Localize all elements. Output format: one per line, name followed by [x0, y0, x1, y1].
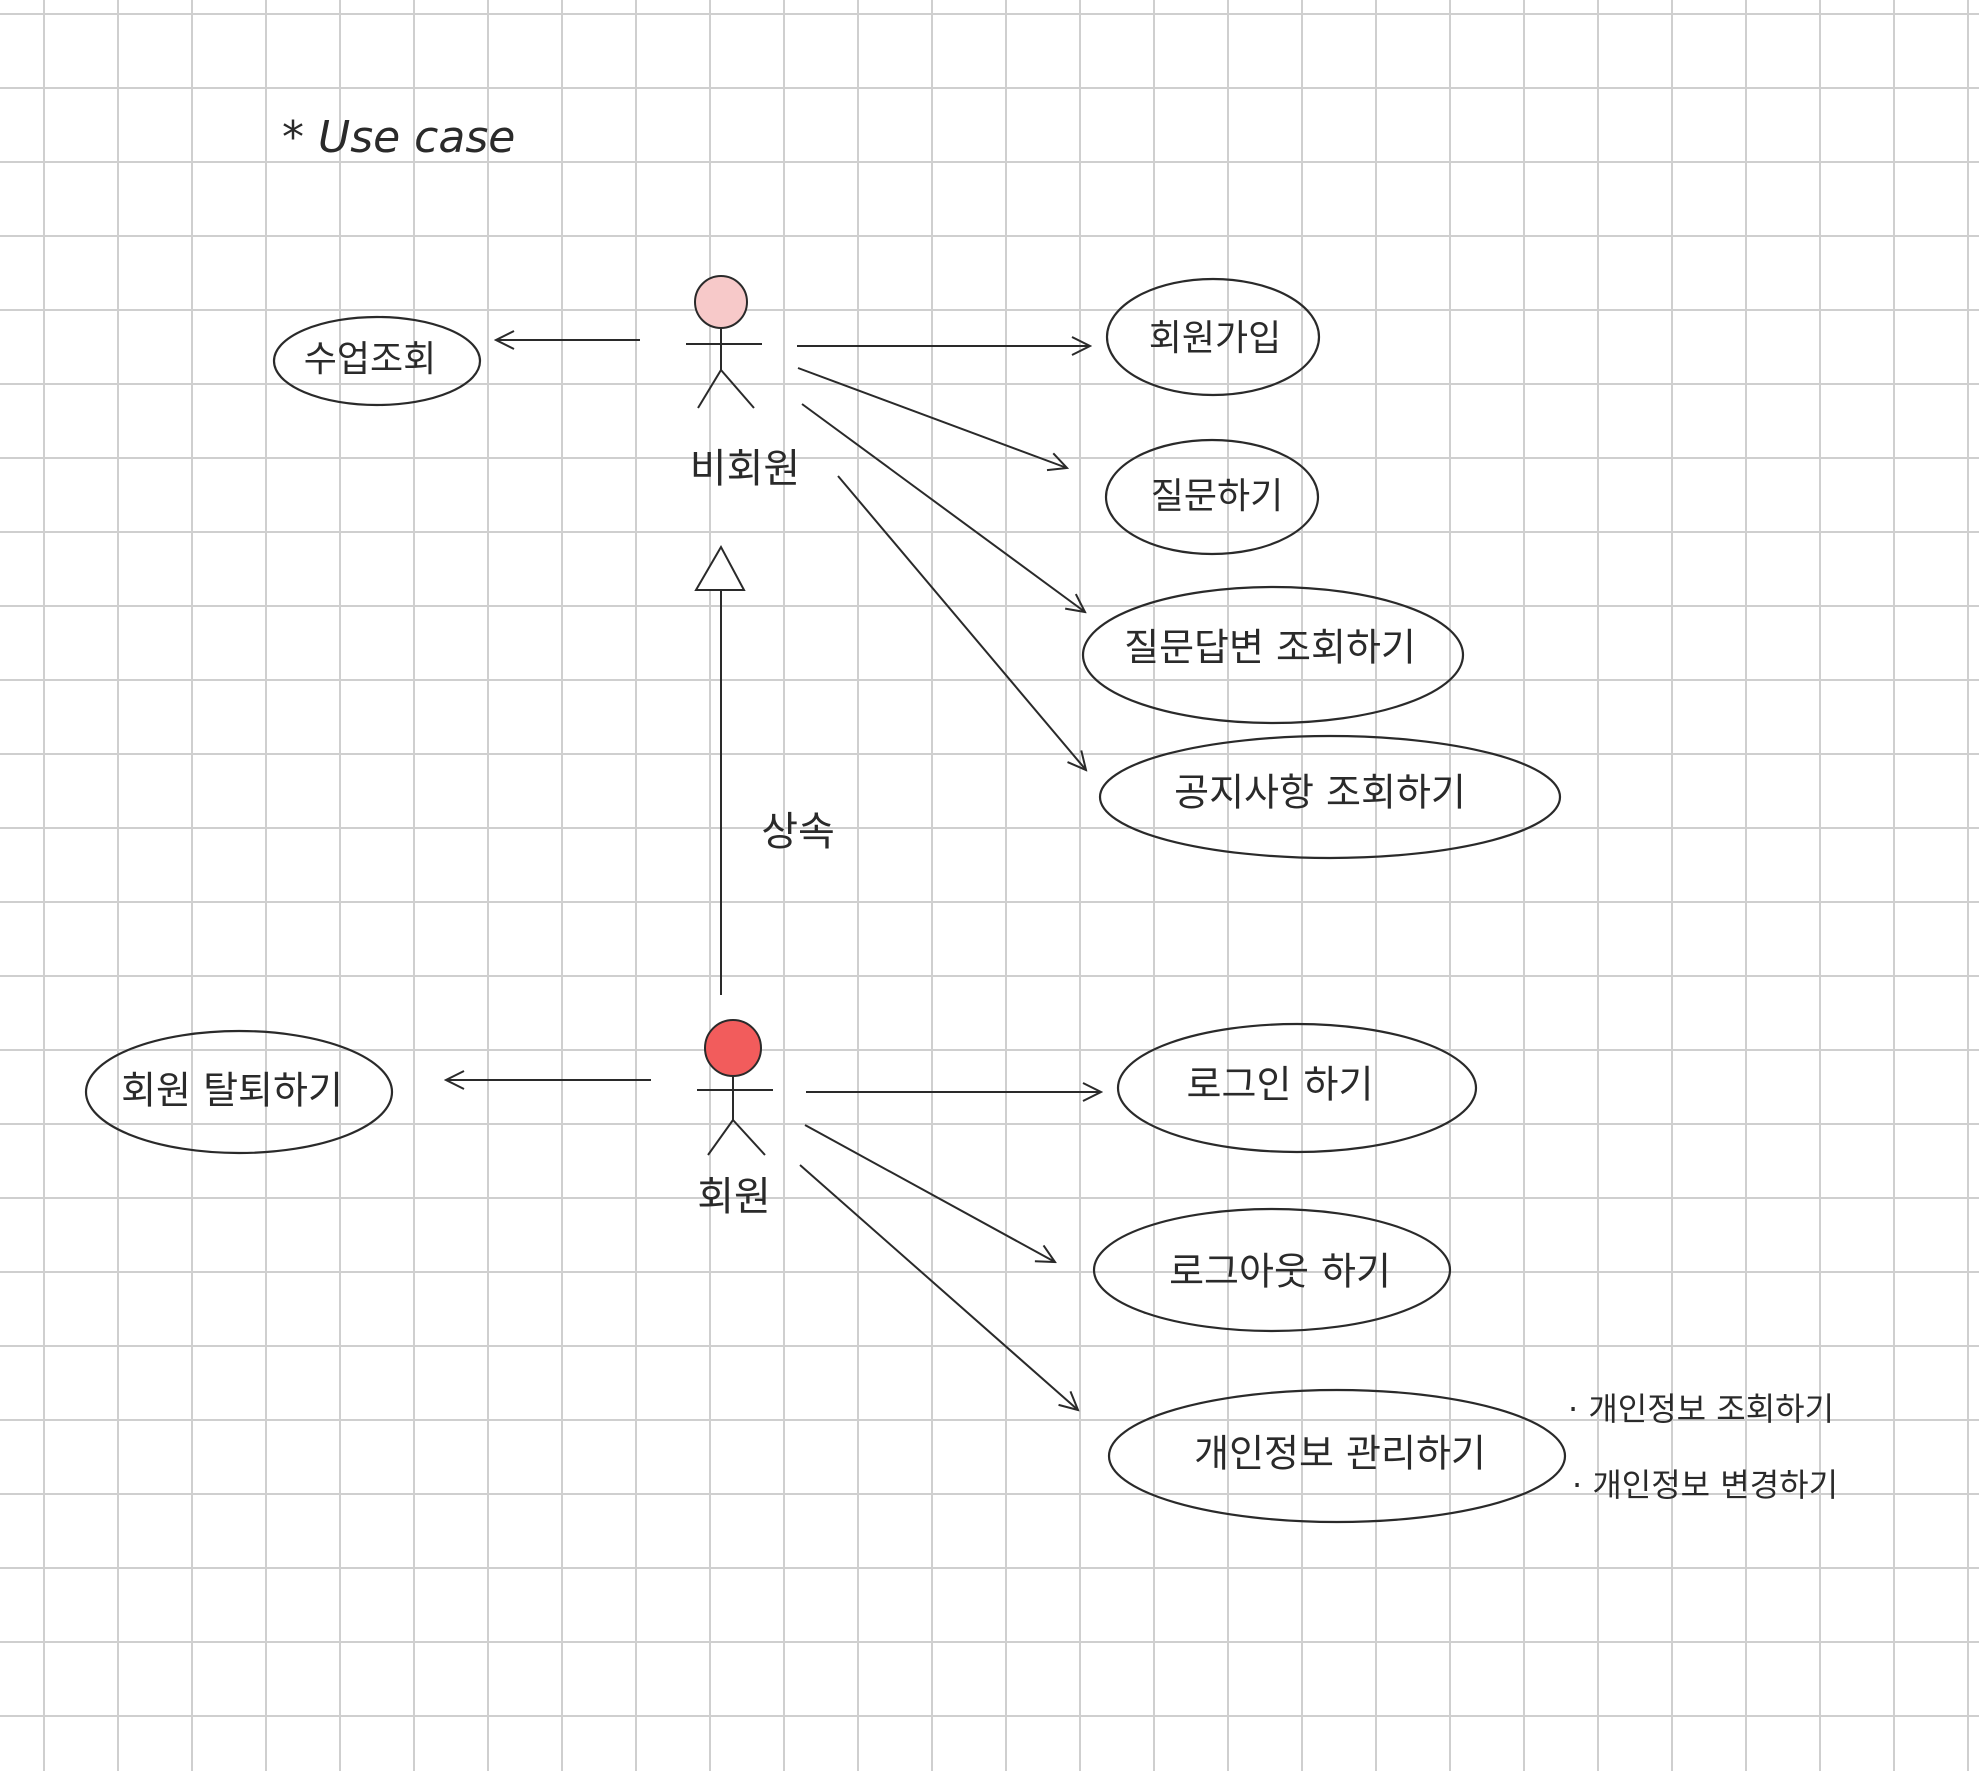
usecase-qa-view[interactable]: 질문답변 조회하기 — [1081, 585, 1465, 725]
usecase-ask-label: 질문하기 — [1151, 476, 1283, 517]
assoc-member-profile-manage[interactable] — [799, 1164, 1078, 1410]
usecase-logout[interactable]: 로그아웃 하기 — [1092, 1207, 1452, 1333]
assoc-nonmember-notice-view[interactable] — [837, 475, 1086, 770]
note-profile-view: · 개인정보 조회하기 — [1568, 1390, 1834, 1428]
usecase-notice-view[interactable]: 공지사항 조회하기 — [1098, 734, 1562, 860]
usecase-ask[interactable]: 질문하기 — [1104, 438, 1320, 556]
usecase-signup-label: 회원가입 — [1149, 318, 1281, 359]
actor-member-head — [704, 1019, 762, 1077]
usecase-login[interactable]: 로그인 하기 — [1116, 1022, 1478, 1154]
assoc-nonmember-ask[interactable] — [797, 367, 1067, 468]
actor-member-label: 회원 — [697, 1174, 771, 1220]
usecase-qa-view-label: 질문답변 조회하기 — [1124, 626, 1416, 670]
note-profile-edit: · 개인정보 변경하기 — [1572, 1466, 1838, 1504]
actor-member-leg-left — [707, 1119, 734, 1156]
assoc-member-logout[interactable] — [804, 1124, 1055, 1262]
generalization-arrow[interactable] — [694, 544, 746, 995]
usecase-class-view-label: 수업조회 — [304, 339, 436, 380]
generalization-label: 상속 — [761, 809, 835, 855]
actor-member-leg-right — [732, 1119, 766, 1156]
usecase-login-label: 로그인 하기 — [1187, 1063, 1374, 1107]
actor-nonmember-label: 비회원 — [690, 446, 800, 492]
actor-nonmember-head — [694, 275, 748, 329]
usecase-profile-manage[interactable]: 개인정보 관리하기 — [1107, 1388, 1567, 1524]
actor-nonmember-leg-left — [697, 369, 722, 409]
usecase-logout-label: 로그아웃 하기 — [1169, 1250, 1391, 1294]
usecase-profile-manage-label: 개인정보 관리하기 — [1194, 1432, 1486, 1476]
actor-member[interactable]: 회원 — [697, 1019, 773, 1220]
assoc-nonmember-qa-view[interactable] — [801, 403, 1085, 612]
generalization-triangle — [694, 544, 746, 591]
actor-nonmember-leg-right — [720, 369, 755, 409]
usecase-class-view[interactable]: 수업조회 — [272, 315, 482, 407]
usecase-withdraw[interactable]: 회원 탈퇴하기 — [84, 1029, 394, 1155]
usecase-withdraw-label: 회원 탈퇴하기 — [121, 1069, 343, 1113]
actor-nonmember[interactable]: 비회원 — [686, 275, 800, 492]
usecase-notice-view-label: 공지사항 조회하기 — [1174, 771, 1466, 815]
diagram-title: * Use case — [282, 112, 515, 163]
usecase-signup[interactable]: 회원가입 — [1105, 277, 1321, 397]
